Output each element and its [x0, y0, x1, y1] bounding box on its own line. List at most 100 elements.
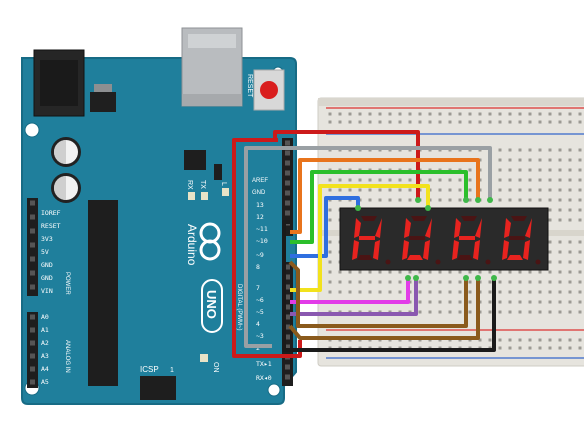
hole [518, 148, 522, 152]
hole [508, 346, 512, 350]
hole [548, 270, 552, 274]
hole [358, 120, 362, 124]
hole [378, 290, 382, 294]
hole [558, 310, 562, 314]
header-pin [285, 150, 290, 156]
hole [458, 198, 462, 202]
hole [378, 112, 382, 116]
hole [568, 168, 572, 172]
hole [398, 290, 402, 294]
board-model: UNO [204, 290, 219, 319]
hole [448, 310, 452, 314]
hole [508, 338, 512, 342]
hole [548, 218, 552, 222]
segment-c [373, 240, 380, 260]
hole [538, 280, 542, 284]
hole [408, 188, 412, 192]
hole [358, 280, 362, 284]
hole [358, 178, 362, 182]
hole [578, 338, 582, 342]
hole [328, 178, 332, 182]
hole [348, 120, 352, 124]
hole [518, 188, 522, 192]
hole [358, 270, 362, 274]
hole [578, 346, 582, 350]
hole [548, 158, 552, 162]
hole [568, 270, 572, 274]
hole [498, 158, 502, 162]
hole [468, 120, 472, 124]
hole [418, 290, 422, 294]
hole [558, 290, 562, 294]
hole [558, 280, 562, 284]
pin-labels: 1312~11~10~987~6~54~32TX▸1RX◂0IOREFRESET… [41, 201, 272, 386]
segment-d [507, 255, 523, 260]
hole [498, 198, 502, 202]
power-jack [33, 49, 85, 117]
analog-section-label: ANALOG IN [64, 340, 70, 373]
hole [428, 120, 432, 124]
hole [328, 280, 332, 284]
capacitor [51, 173, 81, 203]
hole [568, 188, 572, 192]
hole [548, 300, 552, 304]
hole [408, 112, 412, 116]
reset-button[interactable] [253, 69, 285, 111]
hole [538, 158, 542, 162]
segment-a [461, 216, 477, 221]
hole [538, 310, 542, 314]
hole [568, 208, 572, 212]
hole [548, 240, 552, 244]
hole [468, 112, 472, 116]
segment-f [354, 218, 361, 238]
wire-endpoint [463, 197, 469, 203]
hole [498, 178, 502, 182]
hole [348, 188, 352, 192]
hole [498, 270, 502, 274]
hole [468, 198, 472, 202]
hole [508, 168, 512, 172]
hole [328, 270, 332, 274]
analog-header [27, 312, 38, 388]
header-pin [30, 327, 35, 333]
hole [418, 120, 422, 124]
hole [558, 148, 562, 152]
hole [388, 290, 392, 294]
hole [568, 280, 572, 284]
hole [498, 346, 502, 350]
hole [378, 198, 382, 202]
header-pin [285, 294, 290, 300]
hole [508, 280, 512, 284]
hole [538, 148, 542, 152]
hole [538, 168, 542, 172]
header-pin [285, 344, 290, 350]
capacitor [51, 137, 81, 167]
reset-label: RESET [246, 74, 253, 98]
hole [438, 270, 442, 274]
hole [558, 188, 562, 192]
wire-endpoint [491, 275, 497, 281]
on-label: ON [212, 362, 219, 373]
hole [398, 188, 402, 192]
hole [378, 120, 382, 124]
hole [558, 346, 562, 350]
hole [558, 338, 562, 342]
hole [568, 300, 572, 304]
header-pin [285, 324, 290, 330]
hole [578, 290, 582, 294]
hole [578, 240, 582, 244]
hole [338, 178, 342, 182]
power-pin-label: GND [41, 274, 53, 282]
header-pin [285, 190, 290, 196]
hole [578, 112, 582, 116]
hole [498, 290, 502, 294]
hole [408, 178, 412, 182]
segment-c [523, 240, 530, 260]
rx-label: RX [186, 180, 193, 190]
segment-e [352, 240, 359, 260]
hole [538, 270, 542, 274]
hole [338, 188, 342, 192]
hole [438, 112, 442, 116]
board-name: Arduino [185, 224, 199, 266]
